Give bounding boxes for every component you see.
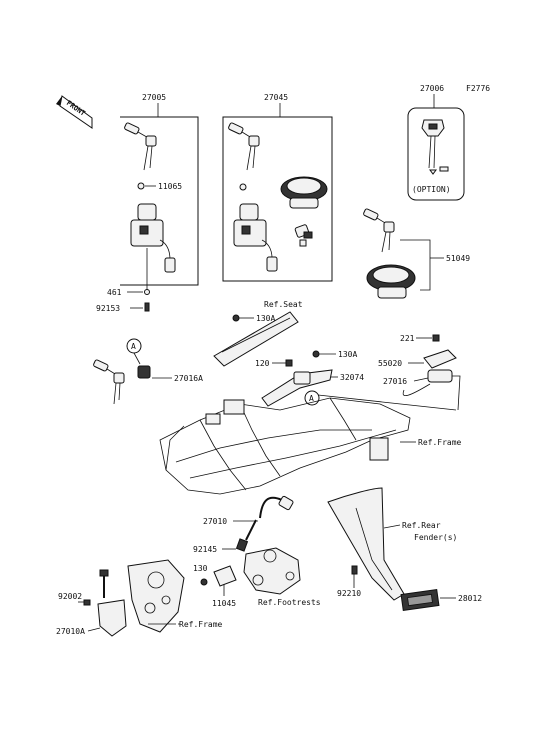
key-icon	[93, 359, 125, 405]
ignition-switch-icon	[233, 203, 278, 272]
key-icon	[124, 122, 157, 171]
seat-lock-icon	[294, 224, 313, 247]
seat-lock-cable-group: 221 55020 27016	[378, 334, 461, 411]
svg-text:A: A	[309, 394, 314, 403]
group-27006: 27006 (OPTION)	[407, 84, 465, 201]
label-ref-rear-fender-2: Fender(s)	[414, 533, 457, 542]
group-27016A: A 27016A	[93, 338, 203, 405]
label-92002: 92002	[58, 592, 82, 601]
rear-fender: Ref.Rear Fender(s) 92210 28012	[327, 487, 482, 611]
figure-code: F2776	[466, 84, 490, 93]
seat-lock-assembly	[261, 369, 333, 407]
license-lamp-icon	[400, 589, 440, 611]
motorcycle-frame: Ref.Frame	[159, 397, 462, 495]
label-221: 221	[400, 334, 415, 343]
label-92210: 92210	[337, 589, 361, 598]
label-92145: 92145	[193, 545, 217, 554]
label-55020: 55020	[378, 359, 402, 368]
label-27005: 27005	[142, 93, 166, 102]
fuel-cap-icon	[366, 264, 416, 299]
label-ref-frame-2: Ref.Frame	[179, 620, 223, 629]
label-11045: 11045	[212, 599, 236, 608]
front-arrow-icon: FRONT	[56, 95, 93, 129]
label-130: 130	[193, 564, 208, 573]
label-27016: 27016	[383, 377, 407, 386]
label-ref-frame-1: Ref.Frame	[418, 438, 462, 447]
key-icon	[228, 122, 260, 171]
group-27045: 27045	[222, 93, 333, 282]
label-32074: 32074	[340, 373, 364, 382]
footrest-bracket: 130 11045 Ref.Footrests	[193, 547, 321, 608]
seat-bracket: Ref.Seat 130A	[213, 300, 303, 367]
label-461: 461	[107, 288, 122, 297]
group-27010: 27010 92145	[193, 495, 294, 554]
label-130A-2: 130A	[338, 350, 357, 359]
key-icon	[363, 208, 395, 253]
label-27045: 27045	[264, 93, 288, 102]
callout-a-icon: A	[304, 390, 320, 406]
group-51049: 51049	[363, 208, 470, 299]
side-stand-group: Ref.Frame 92002 27010A	[56, 559, 223, 637]
svg-text:A: A	[131, 342, 136, 351]
label-27016A: 27016A	[174, 374, 203, 383]
group-27005: 27005 11065 461 92153	[96, 93, 199, 313]
option-key-icon	[421, 119, 449, 175]
label-ref-rear-fender-1: Ref.Rear	[402, 521, 441, 530]
label-27006: 27006	[420, 84, 444, 93]
label-120: 120	[255, 359, 270, 368]
label-92153: 92153	[96, 304, 120, 313]
label-27010A: 27010A	[56, 627, 85, 636]
callout-a-icon: A	[126, 338, 142, 354]
label-27010: 27010	[203, 517, 227, 526]
fuel-cap-icon	[280, 176, 328, 209]
label-ref-footrests: Ref.Footrests	[258, 598, 321, 607]
label-28012: 28012	[458, 594, 482, 603]
label-130A-1: 130A	[256, 314, 275, 323]
option-label: (OPTION)	[412, 185, 451, 194]
label-51049: 51049	[446, 254, 470, 263]
label-11065: 11065	[158, 182, 182, 191]
ignition-switch-icon	[130, 203, 176, 273]
label-ref-seat: Ref.Seat	[264, 300, 303, 309]
